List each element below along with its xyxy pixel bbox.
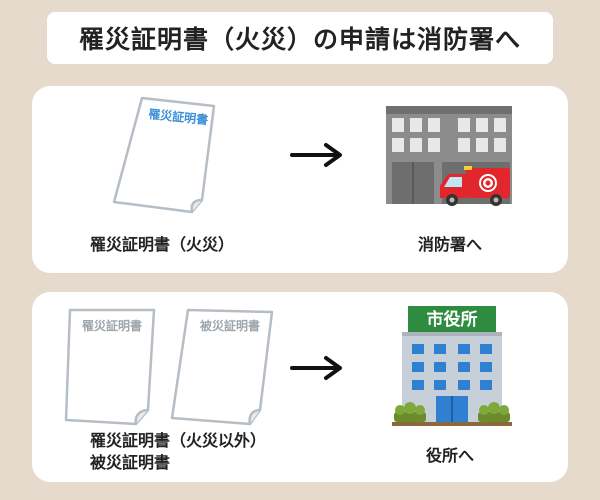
document-icon-hisai: 被災証明書 <box>170 306 278 428</box>
city-hall-destination: 役所へ <box>426 446 475 465</box>
fire-station-destination: 消防署へ <box>418 235 483 254</box>
document-label: 罹災証明書 <box>148 106 209 127</box>
page-title: 罹災証明書（火災）の申請は消防署へ <box>78 25 521 54</box>
fire-certificate-caption: 罹災証明書（火災） <box>90 235 235 254</box>
document-label-1: 罹災証明書 <box>82 318 142 333</box>
title-banner: 罹災証明書（火災）の申請は消防署へ <box>47 12 553 64</box>
right-arrow-icon <box>290 141 344 169</box>
document-icon-rsai: 罹災証明書 <box>64 306 172 428</box>
fire-station-icon <box>384 104 516 208</box>
caption-line-1: 罹災証明書（火災以外） <box>90 431 267 450</box>
city-hall-sign: 市役所 <box>427 309 478 330</box>
panel-other-certificates: 罹災証明書 被災証明書 罹災証明書（火災以外） 被災証明書 市役所 <box>32 292 568 482</box>
city-certificates-caption: 罹災証明書（火災以外） 被災証明書 <box>90 430 266 474</box>
caption-line-2: 被災証明書 <box>90 453 171 472</box>
panel-fire-certificate: 罹災証明書 罹災証明書（火災） <box>32 86 568 273</box>
document-icon: 罹災証明書 <box>110 96 222 220</box>
document-label-2: 被災証明書 <box>200 318 260 333</box>
city-hall-icon: 市役所 <box>392 304 512 428</box>
right-arrow-icon-2 <box>290 354 344 382</box>
